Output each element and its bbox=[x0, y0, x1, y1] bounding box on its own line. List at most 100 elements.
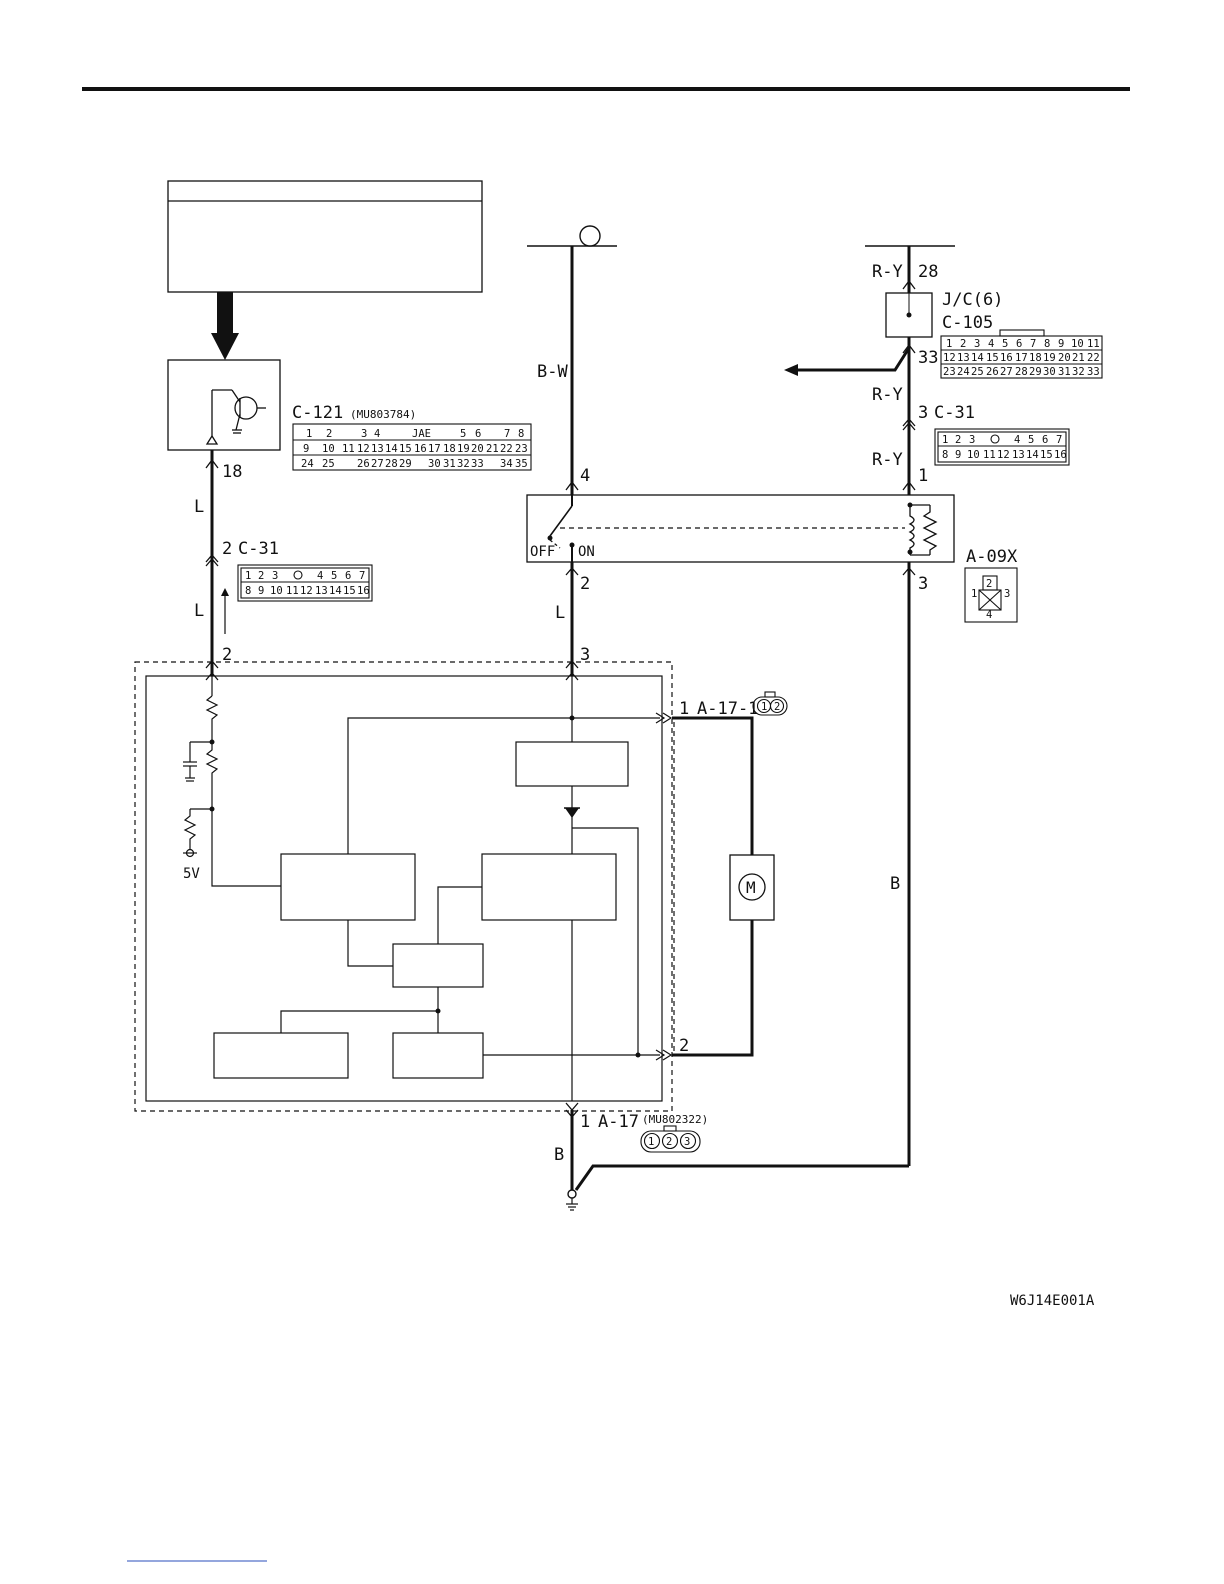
internal-wiring bbox=[280, 676, 660, 1101]
wire-label-l: L bbox=[194, 601, 204, 621]
figure-code: W6J14E001A bbox=[1010, 1293, 1095, 1309]
c121-pin-row1: 1 2 3 4 JAE 5 6 7 8 bbox=[306, 428, 524, 440]
svg-text:1: 1 bbox=[942, 434, 948, 446]
a17-pin: 1 bbox=[648, 1136, 654, 1148]
svg-text:18: 18 bbox=[1029, 352, 1042, 364]
svg-text:13: 13 bbox=[957, 352, 970, 364]
svg-text:30: 30 bbox=[428, 458, 441, 470]
svg-text:9: 9 bbox=[258, 585, 264, 597]
a17-1-connector-face bbox=[752, 691, 788, 716]
svg-text:4: 4 bbox=[988, 338, 994, 350]
svg-text:9: 9 bbox=[1058, 338, 1064, 350]
motor-icon bbox=[738, 873, 766, 901]
pin-2-bottom: 2 bbox=[222, 645, 232, 665]
svg-text:4: 4 bbox=[374, 428, 380, 440]
ground-point bbox=[567, 1189, 577, 1199]
c31-right-pins: 1 2 3 4 5 6 7 8 9 10 11 12 13 14 15 16 bbox=[942, 434, 1067, 461]
svg-text:9: 9 bbox=[955, 449, 961, 461]
transistor-module bbox=[167, 359, 281, 451]
pin-28: 28 bbox=[918, 262, 938, 282]
svg-text:1: 1 bbox=[306, 428, 312, 440]
a09x-pin: 1 bbox=[971, 588, 977, 600]
switch-contact bbox=[569, 542, 575, 548]
svg-text:3: 3 bbox=[272, 570, 278, 582]
svg-text:8: 8 bbox=[518, 428, 524, 440]
connector-a17: A-17 bbox=[598, 1112, 639, 1132]
c105-pin-row1: 1 2 3 4 5 6 7 8 9 10 11 bbox=[946, 338, 1100, 350]
svg-text:2: 2 bbox=[960, 338, 966, 350]
diode-icon bbox=[565, 808, 579, 818]
input-network bbox=[183, 676, 281, 887]
svg-text:8: 8 bbox=[942, 449, 948, 461]
wire-b-return bbox=[574, 1164, 909, 1191]
svg-text:19: 19 bbox=[1043, 352, 1056, 364]
junction-mark bbox=[902, 418, 916, 576]
svg-text:6: 6 bbox=[345, 570, 351, 582]
connector-a09x: A-09X bbox=[966, 547, 1018, 567]
pin-2-a17-1: 2 bbox=[679, 1036, 689, 1056]
svg-text:21: 21 bbox=[486, 443, 499, 455]
pin-2-c31-left: 2 bbox=[222, 539, 232, 559]
a09x-pin: 4 bbox=[986, 609, 992, 621]
junction-mark bbox=[902, 279, 916, 290]
svg-text:32: 32 bbox=[457, 458, 470, 470]
node bbox=[569, 715, 575, 721]
svg-text:5: 5 bbox=[1002, 338, 1008, 350]
svg-text:31: 31 bbox=[443, 458, 456, 470]
wire-label-bw: B-W bbox=[537, 362, 568, 382]
c31-left-pins: 1 2 3 4 5 6 7 8 9 10 11 12 13 14 15 16 bbox=[245, 570, 370, 597]
svg-text:10: 10 bbox=[1071, 338, 1084, 350]
output-arrow bbox=[655, 712, 673, 1061]
pin-3-c31-right: 3 bbox=[918, 403, 928, 423]
c121-connector-face bbox=[292, 423, 532, 471]
c121-pin-row2: 9 10 11 12 13 14 15 16 17 18 19 20 21 22… bbox=[303, 443, 528, 455]
signal-arrow bbox=[211, 292, 239, 360]
svg-text:16: 16 bbox=[1000, 352, 1013, 364]
svg-text:10: 10 bbox=[967, 449, 980, 461]
svg-text:2: 2 bbox=[326, 428, 332, 440]
a17-pin: 3 bbox=[684, 1136, 690, 1148]
svg-text:26: 26 bbox=[986, 366, 999, 378]
coil-node bbox=[907, 549, 913, 555]
svg-text:15: 15 bbox=[399, 443, 412, 455]
upstream-unit bbox=[167, 180, 483, 293]
network-node bbox=[209, 806, 215, 812]
pin-1-relay: 1 bbox=[918, 466, 928, 486]
svg-text:14: 14 bbox=[1026, 449, 1039, 461]
svg-text:5: 5 bbox=[460, 428, 466, 440]
svg-text:11: 11 bbox=[342, 443, 355, 455]
svg-text:13: 13 bbox=[371, 443, 384, 455]
wire-label-b: B bbox=[890, 874, 900, 894]
node bbox=[435, 1008, 441, 1014]
svg-text:5: 5 bbox=[331, 570, 337, 582]
pin-3-mid: 3 bbox=[580, 645, 590, 665]
svg-text:15: 15 bbox=[1040, 449, 1053, 461]
svg-text:5: 5 bbox=[1028, 434, 1034, 446]
svg-text:7: 7 bbox=[1056, 434, 1062, 446]
svg-text:33: 33 bbox=[1087, 366, 1100, 378]
svg-text:25: 25 bbox=[322, 458, 335, 470]
c121-pin-row3: 24 25 26 27 28 29 30 31 32 33 34 35 bbox=[301, 458, 528, 470]
a17-connector-face bbox=[640, 1125, 701, 1153]
pin-18: 18 bbox=[222, 462, 242, 482]
pin-33: 33 bbox=[918, 348, 938, 368]
node bbox=[635, 1052, 641, 1058]
svg-text:10: 10 bbox=[270, 585, 283, 597]
wire-label-ry: R-Y bbox=[872, 450, 903, 470]
a09x-pin: 2 bbox=[986, 578, 992, 590]
svg-text:14: 14 bbox=[971, 352, 984, 364]
connector-c31-left: C-31 bbox=[238, 539, 279, 559]
a09x-pin: 3 bbox=[1004, 588, 1010, 600]
a17-1-pin: 2 bbox=[774, 701, 780, 713]
switch-contact bbox=[547, 535, 553, 541]
c105-pin-row2: 12 13 14 15 16 17 18 19 20 21 22 bbox=[943, 352, 1100, 364]
c105-pin-row3: 23 24 25 26 27 28 29 30 31 32 33 bbox=[943, 366, 1100, 378]
svg-text:16: 16 bbox=[1054, 449, 1067, 461]
svg-text:25: 25 bbox=[971, 366, 984, 378]
a17-pin: 2 bbox=[666, 1136, 672, 1148]
svg-text:JAE: JAE bbox=[412, 428, 431, 440]
svg-text:24: 24 bbox=[957, 366, 970, 378]
svg-text:6: 6 bbox=[475, 428, 481, 440]
svg-text:13: 13 bbox=[315, 585, 328, 597]
